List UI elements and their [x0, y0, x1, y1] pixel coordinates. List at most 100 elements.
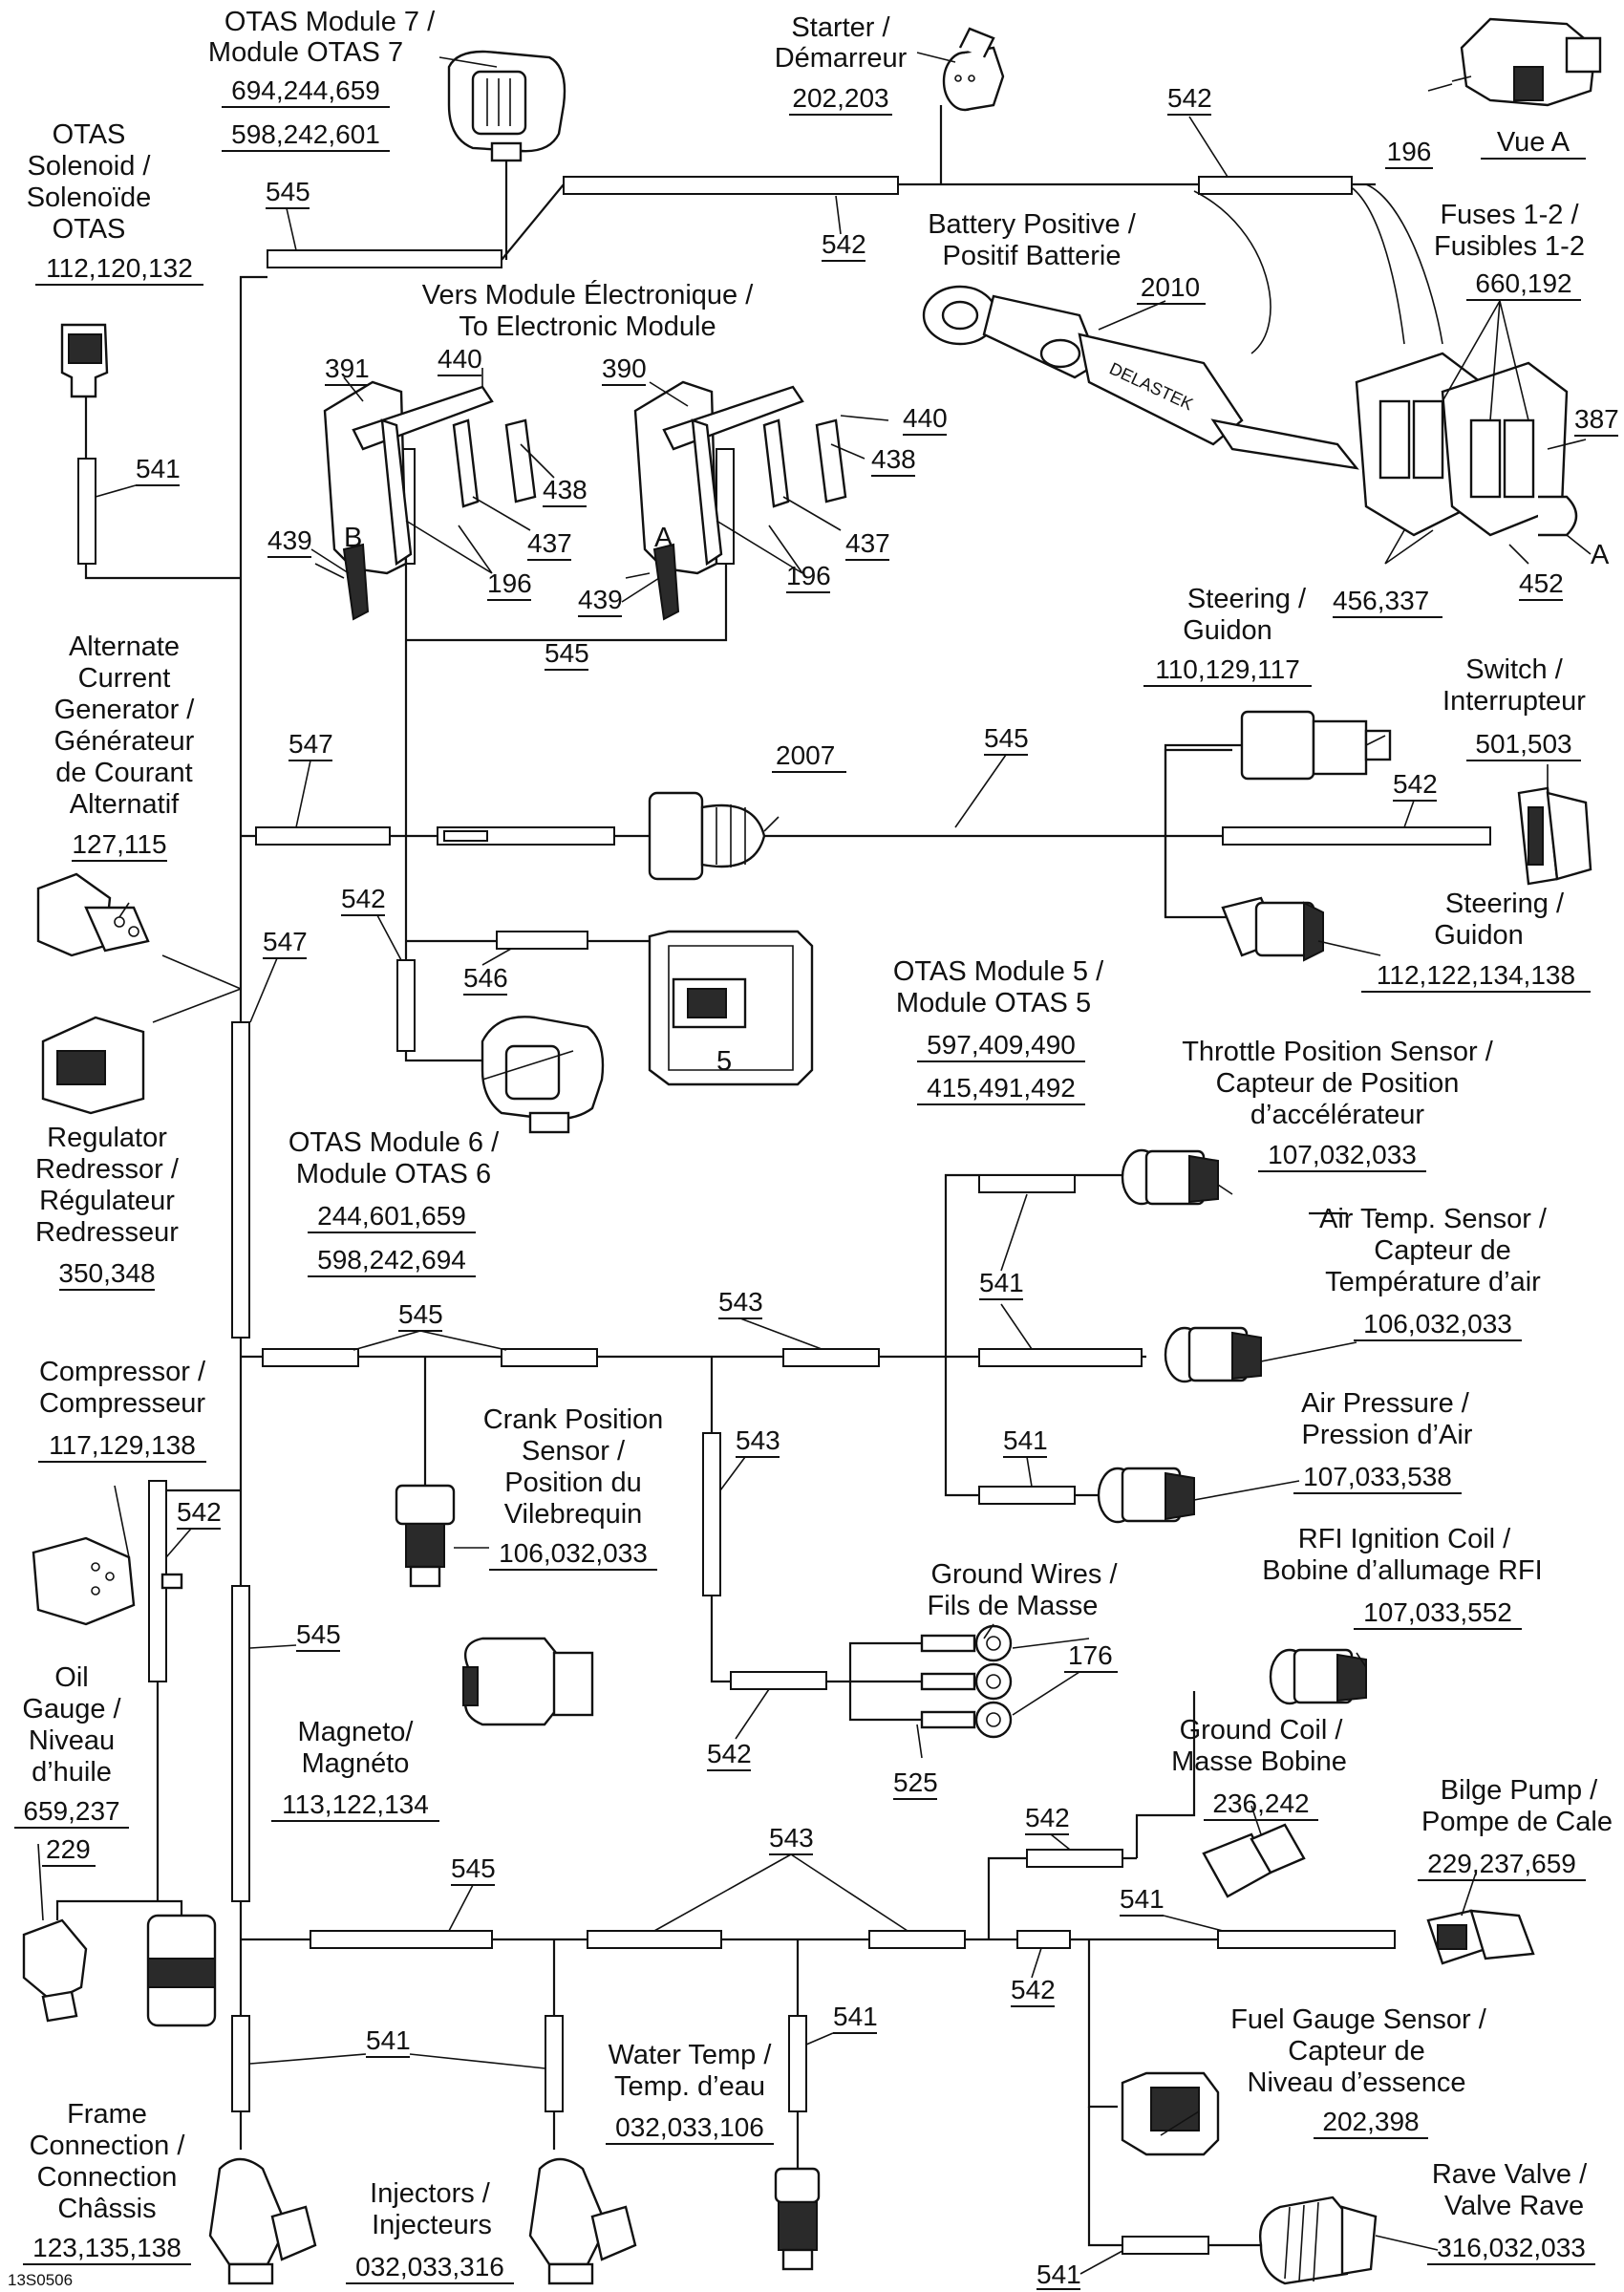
fuses-label-2: Fusibles 1-2 — [1434, 231, 1585, 262]
acg-label-1: Alternate — [69, 632, 180, 662]
crank-ref-1: 106,032,033 — [499, 1538, 648, 1568]
otas5-module[interactable]: 5 — [648, 930, 814, 1086]
bilge-label-1: Bilge Pump / — [1441, 1775, 1598, 1806]
compressor-label-2: Compresseur — [39, 1388, 205, 1419]
air-temp-connector[interactable] — [1164, 1326, 1262, 1383]
otas5-label-1: OTAS Module 5 / — [893, 956, 1104, 987]
ecm-callout-437a: 437 — [527, 528, 572, 558]
sleeve-543-bottom-a — [587, 1930, 722, 1949]
sleeve-545-lower — [231, 1585, 250, 1902]
callout-543-a: 543 — [718, 1287, 763, 1317]
rfi-coil-connector[interactable] — [1269, 1648, 1367, 1705]
rave-ref-1: 316,032,033 — [1437, 2233, 1586, 2262]
sleeve-545-top — [267, 249, 502, 268]
crank-label-1: Crank Position — [483, 1404, 664, 1435]
callout-541-h: 541 — [1036, 2260, 1081, 2289]
oil-gauge-connector[interactable] — [22, 1918, 88, 2023]
bilge-ref-1: 229,237,659 — [1427, 1849, 1576, 1878]
module-b-connector[interactable]: B — [323, 380, 537, 621]
ground-wires-callout-176: 176 — [1068, 1640, 1113, 1670]
crank-label-3: Position du — [504, 1467, 642, 1498]
battery-positive-cable[interactable]: DELASTEK — [922, 285, 1359, 470]
sleeve-541-tps — [978, 1174, 1076, 1193]
crank-label-2: Sensor / — [522, 1436, 626, 1467]
fuses-callout-387: 387 — [1574, 404, 1619, 434]
fuses-arrow-a: A — [1591, 540, 1610, 570]
ground-wires-label-2: Fils de Masse — [928, 1591, 1099, 1621]
otas5-module-number: 5 — [716, 1046, 732, 1077]
steering-bottom-connector[interactable] — [1221, 896, 1324, 962]
bilge-pump-connector[interactable] — [1426, 1909, 1535, 1965]
module-a-connector[interactable]: A — [633, 380, 847, 621]
sleeve-callouts: 545 542 542 541 545 547 545 542 547 542 … — [95, 83, 1438, 2290]
tps-connector[interactable] — [1121, 1148, 1219, 1206]
oil-gauge-label-4: d’huile — [32, 1757, 112, 1788]
frame-connection-connector[interactable] — [146, 1914, 217, 2027]
sleeve-541-airtemp — [978, 1348, 1143, 1367]
callout-542-h: 542 — [1011, 1975, 1056, 2004]
water-temp-connector[interactable] — [774, 2167, 821, 2271]
fuel-gauge-label-2: Capteur de — [1288, 2036, 1425, 2067]
callout-542-f: 542 — [707, 1739, 752, 1768]
steering-top-connector[interactable] — [1240, 710, 1392, 781]
magneto-connector[interactable] — [462, 1637, 594, 1726]
otas6-ref-1: 244,601,659 — [317, 1201, 466, 1231]
sleeve-545-bus-a — [262, 1348, 359, 1367]
otas6-label-1: OTAS Module 6 / — [288, 1127, 500, 1158]
starter-label-2: Démarreur — [775, 43, 908, 74]
fuses-callout-456: 456,337 — [1333, 586, 1429, 615]
acg-label-6: Alternatif — [70, 789, 180, 820]
battery-label-2: Positif Batterie — [943, 241, 1122, 271]
magneto-label-2: Magnéto — [302, 1748, 410, 1779]
frame-label-4: Châssis — [57, 2194, 156, 2224]
ecm-label-1: Vers Module Électronique / — [422, 279, 755, 311]
rave-valve-connector[interactable] — [1259, 2196, 1378, 2285]
otas5-ref-1: 597,409,490 — [927, 1030, 1076, 1060]
sleeve-542-top — [563, 176, 899, 195]
otas-solenoid-connector[interactable] — [60, 323, 109, 398]
fuse-holders[interactable] — [1355, 352, 1578, 537]
compressor-connector[interactable] — [32, 1536, 183, 1626]
sleeve-543-bottom-b — [868, 1930, 966, 1949]
fuses-label-1: Fuses 1-2 / — [1440, 200, 1579, 230]
sleeve-542-otas — [396, 959, 416, 1052]
otas7-ref-1: 694,244,659 — [231, 75, 380, 105]
oil-gauge-ref-1: 659,237 — [23, 1796, 119, 1826]
sleeve-542-right — [1198, 176, 1353, 195]
ecm-callout-439a: 439 — [267, 525, 312, 555]
oil-gauge-label-2: Gauge / — [22, 1694, 121, 1724]
acg-connector[interactable] — [36, 872, 150, 957]
sleeve-541-rave — [1122, 2236, 1209, 2255]
otas6-ref-2: 598,242,694 — [317, 1245, 466, 1275]
regulator-connector[interactable] — [41, 1016, 145, 1115]
acg-label-2: Current — [78, 663, 171, 694]
water-temp-ref-1: 032,033,106 — [615, 2112, 764, 2142]
callout-541-a: 541 — [136, 454, 181, 483]
ecm-callout-440a: 440 — [438, 344, 482, 374]
injector-right[interactable] — [528, 2157, 637, 2285]
ground-coil-connector[interactable] — [1202, 1823, 1306, 1898]
steering-bottom-label-1: Steering / — [1445, 889, 1565, 919]
crank-position-connector[interactable] — [395, 1484, 456, 1588]
injector-left[interactable] — [208, 2157, 317, 2285]
otas6-connector[interactable] — [481, 1016, 605, 1134]
frame-ref-1: 123,135,138 — [32, 2233, 182, 2262]
switch-connector[interactable] — [1517, 786, 1592, 886]
sleeve-547-vertical — [231, 1021, 250, 1339]
callout-545-f: 545 — [451, 1853, 496, 1883]
fuel-gauge-connector[interactable] — [1121, 2071, 1220, 2156]
otas7-connector[interactable] — [447, 50, 566, 162]
starter-connector[interactable] — [942, 27, 1005, 112]
injectors-label-1: Injectors / — [370, 2178, 491, 2209]
steering-top-label-2: Guidon — [1183, 615, 1272, 646]
callout-543-b: 543 — [736, 1425, 780, 1455]
otas7-label-2: Module OTAS 7 — [208, 37, 403, 68]
ground-coil-ref-1: 236,242 — [1212, 1789, 1309, 1818]
air-pressure-connector[interactable] — [1097, 1467, 1195, 1524]
sleeve-545-bus-b — [501, 1348, 598, 1367]
regulator-label-4: Redresseur — [35, 1217, 179, 1248]
sleeve-543-bus — [782, 1348, 880, 1367]
otas6-label-2: Module OTAS 6 — [296, 1159, 491, 1189]
callout-542-c: 542 — [1393, 769, 1438, 799]
water-temp-label-2: Temp. d’eau — [614, 2071, 765, 2102]
